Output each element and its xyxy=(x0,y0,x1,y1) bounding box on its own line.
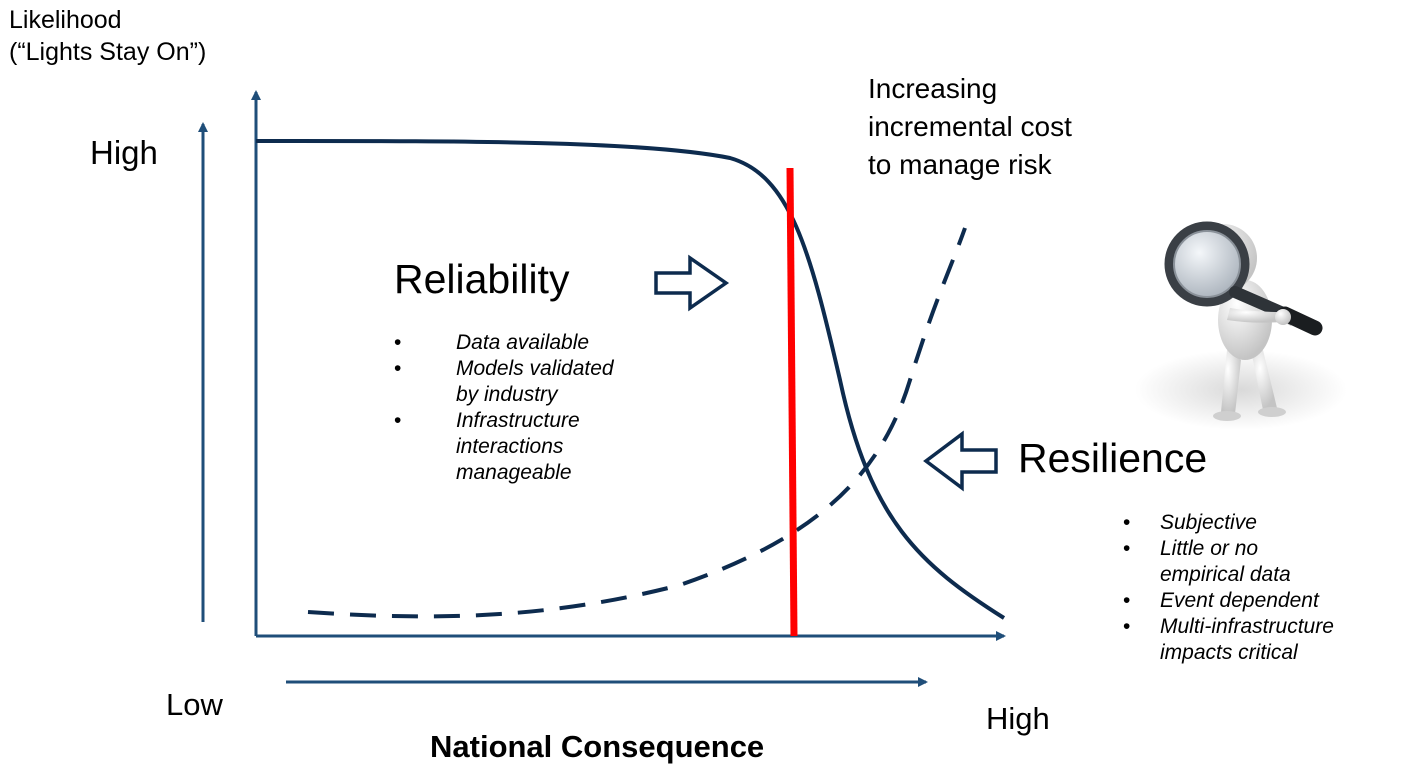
cost-curve xyxy=(307,227,967,619)
reliability-bullet: Infrastructure interactions manageable xyxy=(394,408,614,486)
reliability-bullet: Data available xyxy=(394,330,614,356)
x-axis-high-label: High xyxy=(986,701,1050,736)
cost-note-line: to manage risk xyxy=(868,149,1052,180)
resilience-bullet: Multi-infrastructure impacts critical xyxy=(1123,614,1334,666)
cost-note: Increasing incremental cost to manage ri… xyxy=(868,70,1072,184)
reliability-curve xyxy=(255,138,1006,620)
x-axis-low-label: Low xyxy=(166,687,223,722)
resilience-arrow-icon xyxy=(923,430,998,492)
cost-note-line: Increasing xyxy=(868,73,998,104)
y-axis-title: Likelihood (“Lights Stay On”) xyxy=(9,4,206,68)
cost-note-line: incremental cost xyxy=(868,111,1072,142)
resilience-bullet: Little or no empirical data xyxy=(1123,536,1334,588)
resilience-bullet: Subjective xyxy=(1123,510,1334,536)
resilience-bullet: Event dependent xyxy=(1123,588,1334,614)
reliability-bullet-list: Data available Models validated by indus… xyxy=(394,330,614,486)
resilience-title: Resilience xyxy=(1018,435,1208,481)
threshold-line xyxy=(786,167,798,637)
y-axis-high-label: High xyxy=(90,134,158,171)
resilience-bullet-list: Subjective Little or no empirical data E… xyxy=(1123,510,1334,666)
reliability-title: Reliability xyxy=(394,256,570,302)
y-axis-title-line: Likelihood xyxy=(9,6,122,34)
x-axis-title: National Consequence xyxy=(430,729,765,764)
reliability-bullet: Models validated by industry xyxy=(394,356,613,408)
reliability-arrow-icon xyxy=(654,254,730,312)
person-with-magnifying-glass-icon xyxy=(1135,221,1347,430)
y-axis-title-line: (“Lights Stay On”) xyxy=(9,38,207,66)
